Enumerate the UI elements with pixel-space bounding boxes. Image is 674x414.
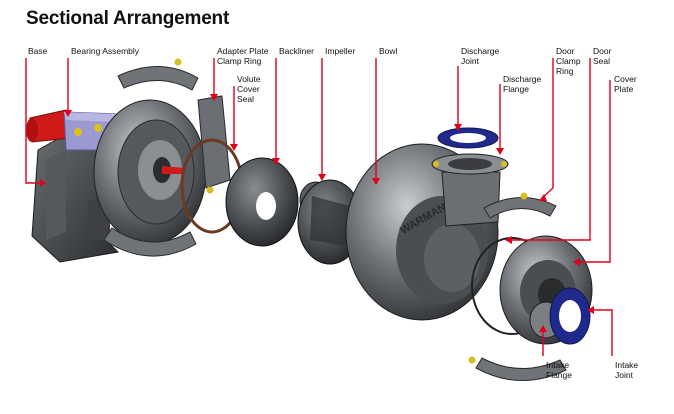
leader-arrowheads xyxy=(40,94,594,332)
leader-lines xyxy=(25,58,613,356)
label-volute-cover-seal: Volute Cover Seal xyxy=(237,74,261,104)
leader-door-seal xyxy=(510,58,591,241)
label-door-clamp-ring: Door Clamp Ring xyxy=(556,46,581,76)
backliner-part xyxy=(225,157,299,247)
label-bowl: Bowl xyxy=(379,46,398,56)
label-adapter-plate-clamp-ring: Adapter Plate Clamp Ring xyxy=(217,46,269,66)
leader-cover-plate xyxy=(578,80,611,263)
label-discharge-joint: Discharge Joint xyxy=(461,46,500,66)
leader-door-clamp-ring xyxy=(541,58,554,199)
leader-base xyxy=(25,58,40,184)
impeller-part xyxy=(297,179,363,265)
label-backliner: Backliner xyxy=(279,46,314,56)
leader-intake-joint xyxy=(592,309,613,356)
adapter-plate-part xyxy=(93,99,207,245)
label-impeller: Impeller xyxy=(325,46,356,56)
intake-joint-part xyxy=(549,287,591,345)
door-clamp-ring-part xyxy=(468,192,567,381)
diagram-title: Sectional Arrangement xyxy=(26,8,230,29)
label-intake-joint: Intake Joint xyxy=(615,360,639,380)
adapter-plate-clamp-ring-part xyxy=(103,58,231,257)
label-door-seal: Door Seal xyxy=(593,46,612,66)
label-intake-flange: Intake Flange xyxy=(546,360,572,380)
discharge-flange-part xyxy=(431,153,509,227)
discharge-joint-part xyxy=(437,127,499,149)
label-cover-plate: Cover Plate xyxy=(614,74,637,94)
label-base: Base xyxy=(28,46,48,56)
label-bearing-assembly: Bearing Assembly xyxy=(71,46,140,56)
label-discharge-flange: Discharge Flange xyxy=(503,74,542,94)
